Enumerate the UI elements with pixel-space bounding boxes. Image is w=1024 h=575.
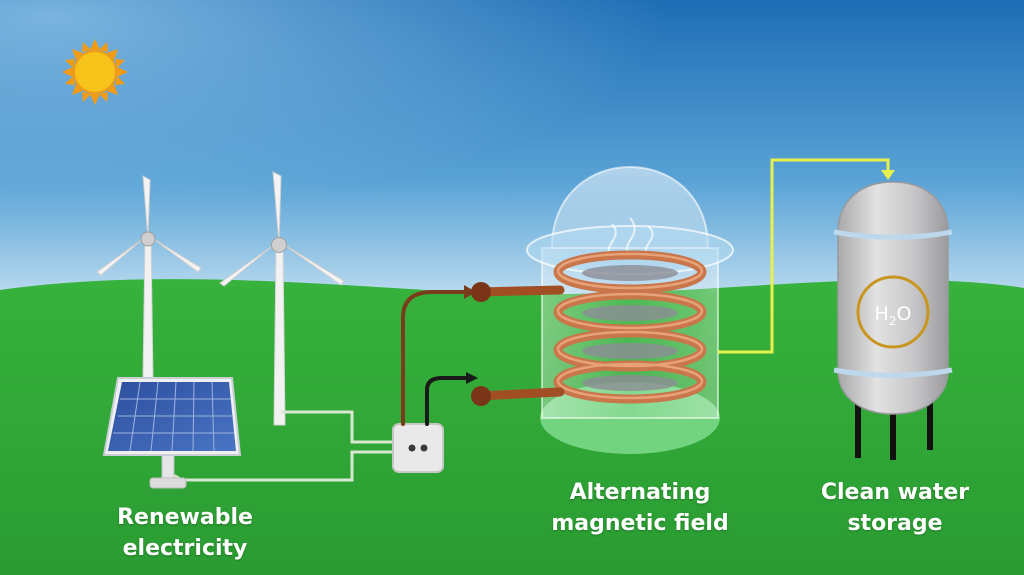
tank-h2o-label: H2O bbox=[875, 303, 912, 328]
power-lines bbox=[167, 410, 392, 482]
storage-caption-line1: Clean water bbox=[820, 480, 970, 505]
sun-icon bbox=[62, 39, 128, 105]
tank-label-h: H bbox=[875, 303, 889, 325]
induction-reactor bbox=[471, 166, 734, 454]
water-storage-tank bbox=[833, 181, 953, 460]
magnetic-caption-line1: Alternating bbox=[569, 480, 711, 505]
magnetic-caption-line2: magnetic field bbox=[551, 511, 729, 536]
power-outlet-icon bbox=[392, 423, 444, 473]
solar-panel bbox=[102, 377, 242, 489]
coil-cables bbox=[401, 285, 478, 426]
water-storage-caption: Clean water storage bbox=[800, 477, 990, 539]
storage-caption-line2: storage bbox=[847, 511, 943, 536]
renewable-electricity-caption: Renewable electricity bbox=[95, 502, 275, 564]
tank-label-o: O bbox=[896, 303, 911, 325]
renewable-caption-line2: electricity bbox=[122, 536, 248, 561]
renewable-caption-line1: Renewable bbox=[117, 505, 253, 530]
magnetic-field-caption: Alternating magnetic field bbox=[530, 477, 750, 539]
tank-label-sub: 2 bbox=[889, 314, 897, 328]
water-transfer-line bbox=[718, 158, 895, 354]
wind-turbine-right bbox=[219, 171, 345, 426]
